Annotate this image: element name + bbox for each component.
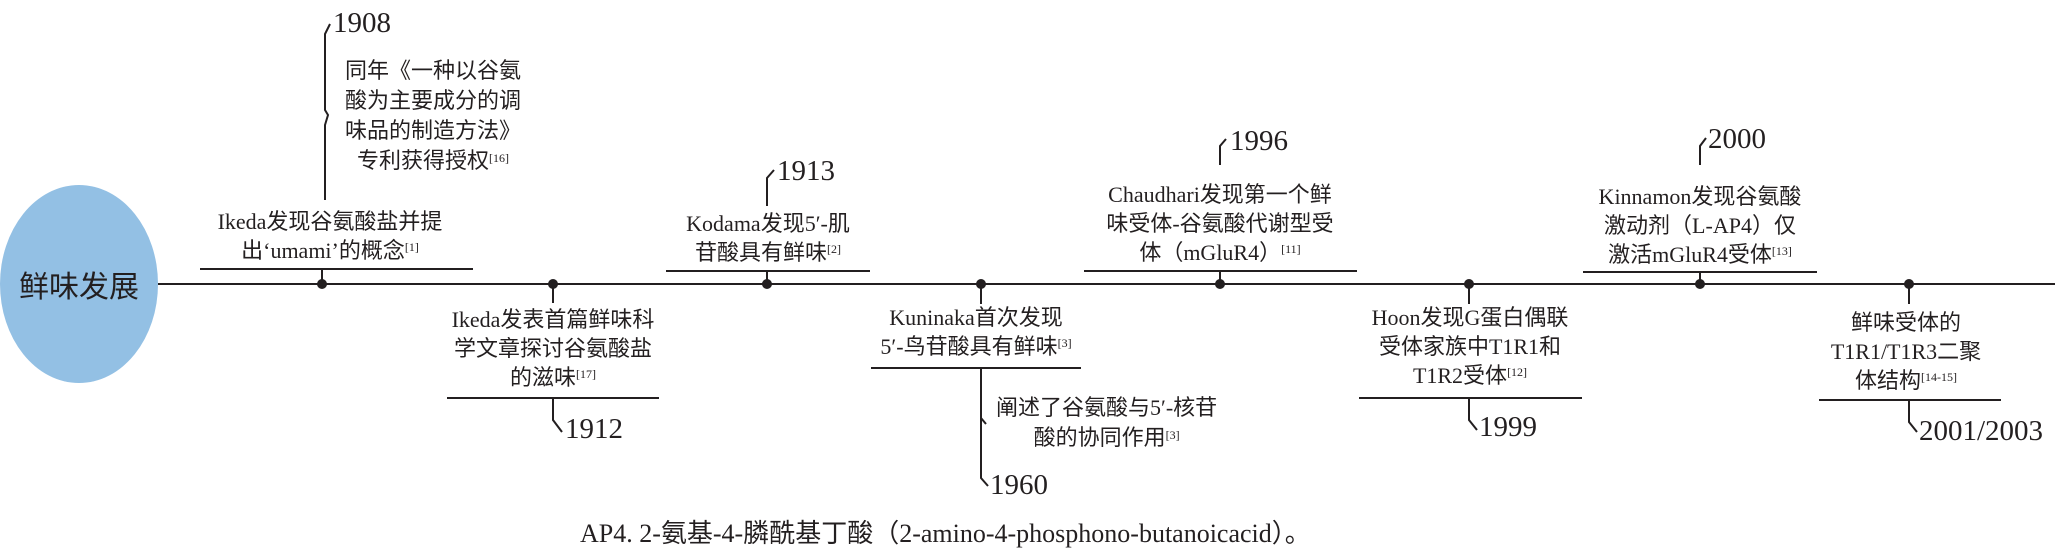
- citation: [17]: [576, 367, 597, 381]
- event-line: 的滋味[17]: [509, 365, 597, 390]
- event-text: Kuninaka首次发现 5′-鸟苷酸具有鲜味[3]: [880, 303, 1071, 361]
- event-line: Ikeda发现谷氨酸盐并提: [217, 209, 443, 234]
- leader-1999: [1468, 398, 1478, 431]
- event-note: 同年《一种以谷氨 酸为主要成分的调 味品的制造方法》 专利获得授权[16]: [345, 56, 521, 176]
- citation: [2]: [827, 242, 842, 256]
- citation: [13]: [1771, 244, 1792, 258]
- event-line: 学文章探讨谷氨酸盐: [453, 336, 653, 361]
- citation: [12]: [1507, 365, 1528, 379]
- leader-2000: [1699, 137, 1707, 165]
- event-line: T1R1/T1R3二聚: [1830, 339, 1982, 364]
- event-text: Ikeda发现谷氨酸盐并提 出‘umami’的概念[1]: [218, 207, 443, 265]
- event-line: Ikeda发表首篇鲜味科: [451, 307, 655, 332]
- year-label: 1912: [565, 413, 623, 445]
- timeline-dot: [1464, 279, 1474, 289]
- event-line: Kinnamon发现谷氨酸: [1598, 184, 1802, 209]
- year-label: 2001/2003: [1919, 415, 2044, 447]
- citation: [11]: [1281, 242, 1301, 256]
- note-line: 酸的协同作用[3]: [1033, 425, 1180, 450]
- timeline-dot: [976, 279, 986, 289]
- event-note: 阐述了谷氨酸与5′-核苷 酸的协同作用[3]: [996, 393, 1217, 453]
- center-label: 鲜味发展: [19, 271, 139, 304]
- timeline-dot: [1695, 279, 1705, 289]
- year-label: 2000: [1708, 123, 1766, 155]
- timeline-dot: [317, 279, 327, 289]
- leader-1996: [1219, 138, 1227, 165]
- event-line: Hoon发现G蛋白偶联: [1371, 305, 1569, 330]
- timeline-dot: [1904, 279, 1914, 289]
- year-label: 1996: [1230, 125, 1288, 157]
- leader-1913: [766, 169, 775, 206]
- event-line: 鲜味受体的: [1850, 310, 1961, 335]
- leader-1912: [552, 398, 563, 433]
- note-line: 同年《一种以谷氨: [345, 58, 522, 83]
- event-text: Chaudhari发现第一个鲜 味受体-谷氨酸代谢型受 体（mGluR4）[11…: [1106, 180, 1333, 267]
- caption: AP4. 2-氨基-4-膦酰基丁酸（2-amino-4-phosphono-bu…: [580, 519, 1311, 548]
- event-line: 激活mGluR4受体[13]: [1608, 242, 1792, 267]
- citation: [3]: [1057, 336, 1072, 350]
- timeline-dot: [762, 279, 772, 289]
- event-line: 受体家族中T1R1和: [1378, 334, 1562, 359]
- year-label: 1960: [990, 469, 1048, 501]
- event-line: 激动剂（L-AP4）仅: [1604, 213, 1796, 238]
- citation: [14-15]: [1921, 370, 1957, 384]
- event-line: 体（mGluR4）[11]: [1139, 240, 1301, 265]
- year-label: 1913: [777, 155, 835, 187]
- leader-1908: [324, 23, 331, 200]
- event-text: Kinnamon发现谷氨酸 激动剂（L-AP4）仅 激活mGluR4受体[13]: [1599, 182, 1802, 269]
- event-line: 5′-鸟苷酸具有鲜味[3]: [880, 334, 1072, 359]
- note-line: 专利获得授权[16]: [357, 148, 510, 173]
- note-line: 阐述了谷氨酸与5′-核苷: [996, 395, 1218, 420]
- event-text: 鲜味受体的 T1R1/T1R3二聚 体结构[14-15]: [1831, 308, 1981, 395]
- event-text: Kodama发现5′-肌 苷酸具有鲜味[2]: [686, 209, 850, 267]
- timeline-dot: [1215, 279, 1225, 289]
- year-label: 1999: [1479, 411, 1537, 443]
- event-line: Kodama发现5′-肌: [686, 211, 850, 236]
- event-line: Kuninaka首次发现: [889, 305, 1063, 330]
- event-text: Hoon发现G蛋白偶联 受体家族中T1R1和 T1R2受体[12]: [1372, 303, 1569, 390]
- year-label: 1908: [333, 7, 391, 39]
- timeline-dot: [548, 279, 558, 289]
- citation: [1]: [404, 240, 419, 254]
- leader-1960: [980, 368, 989, 487]
- event-line: 苷酸具有鲜味[2]: [694, 240, 842, 265]
- event-line: 出‘umami’的概念[1]: [241, 238, 419, 263]
- note-line: 味品的制造方法》: [345, 118, 522, 143]
- event-line: 体结构[14-15]: [1854, 368, 1957, 393]
- leader-2001: [1908, 400, 1918, 433]
- event-line: 味受体-谷氨酸代谢型受: [1106, 211, 1334, 236]
- event-text: Ikeda发表首篇鲜味科 学文章探讨谷氨酸盐 的滋味[17]: [452, 305, 655, 392]
- citation: [3]: [1165, 428, 1180, 442]
- center-node: 鲜味发展: [0, 185, 158, 383]
- event-line: T1R2受体[12]: [1412, 363, 1528, 388]
- event-line: Chaudhari发现第一个鲜: [1108, 182, 1332, 207]
- note-line: 酸为主要成分的调: [345, 88, 522, 113]
- citation: [16]: [489, 151, 510, 165]
